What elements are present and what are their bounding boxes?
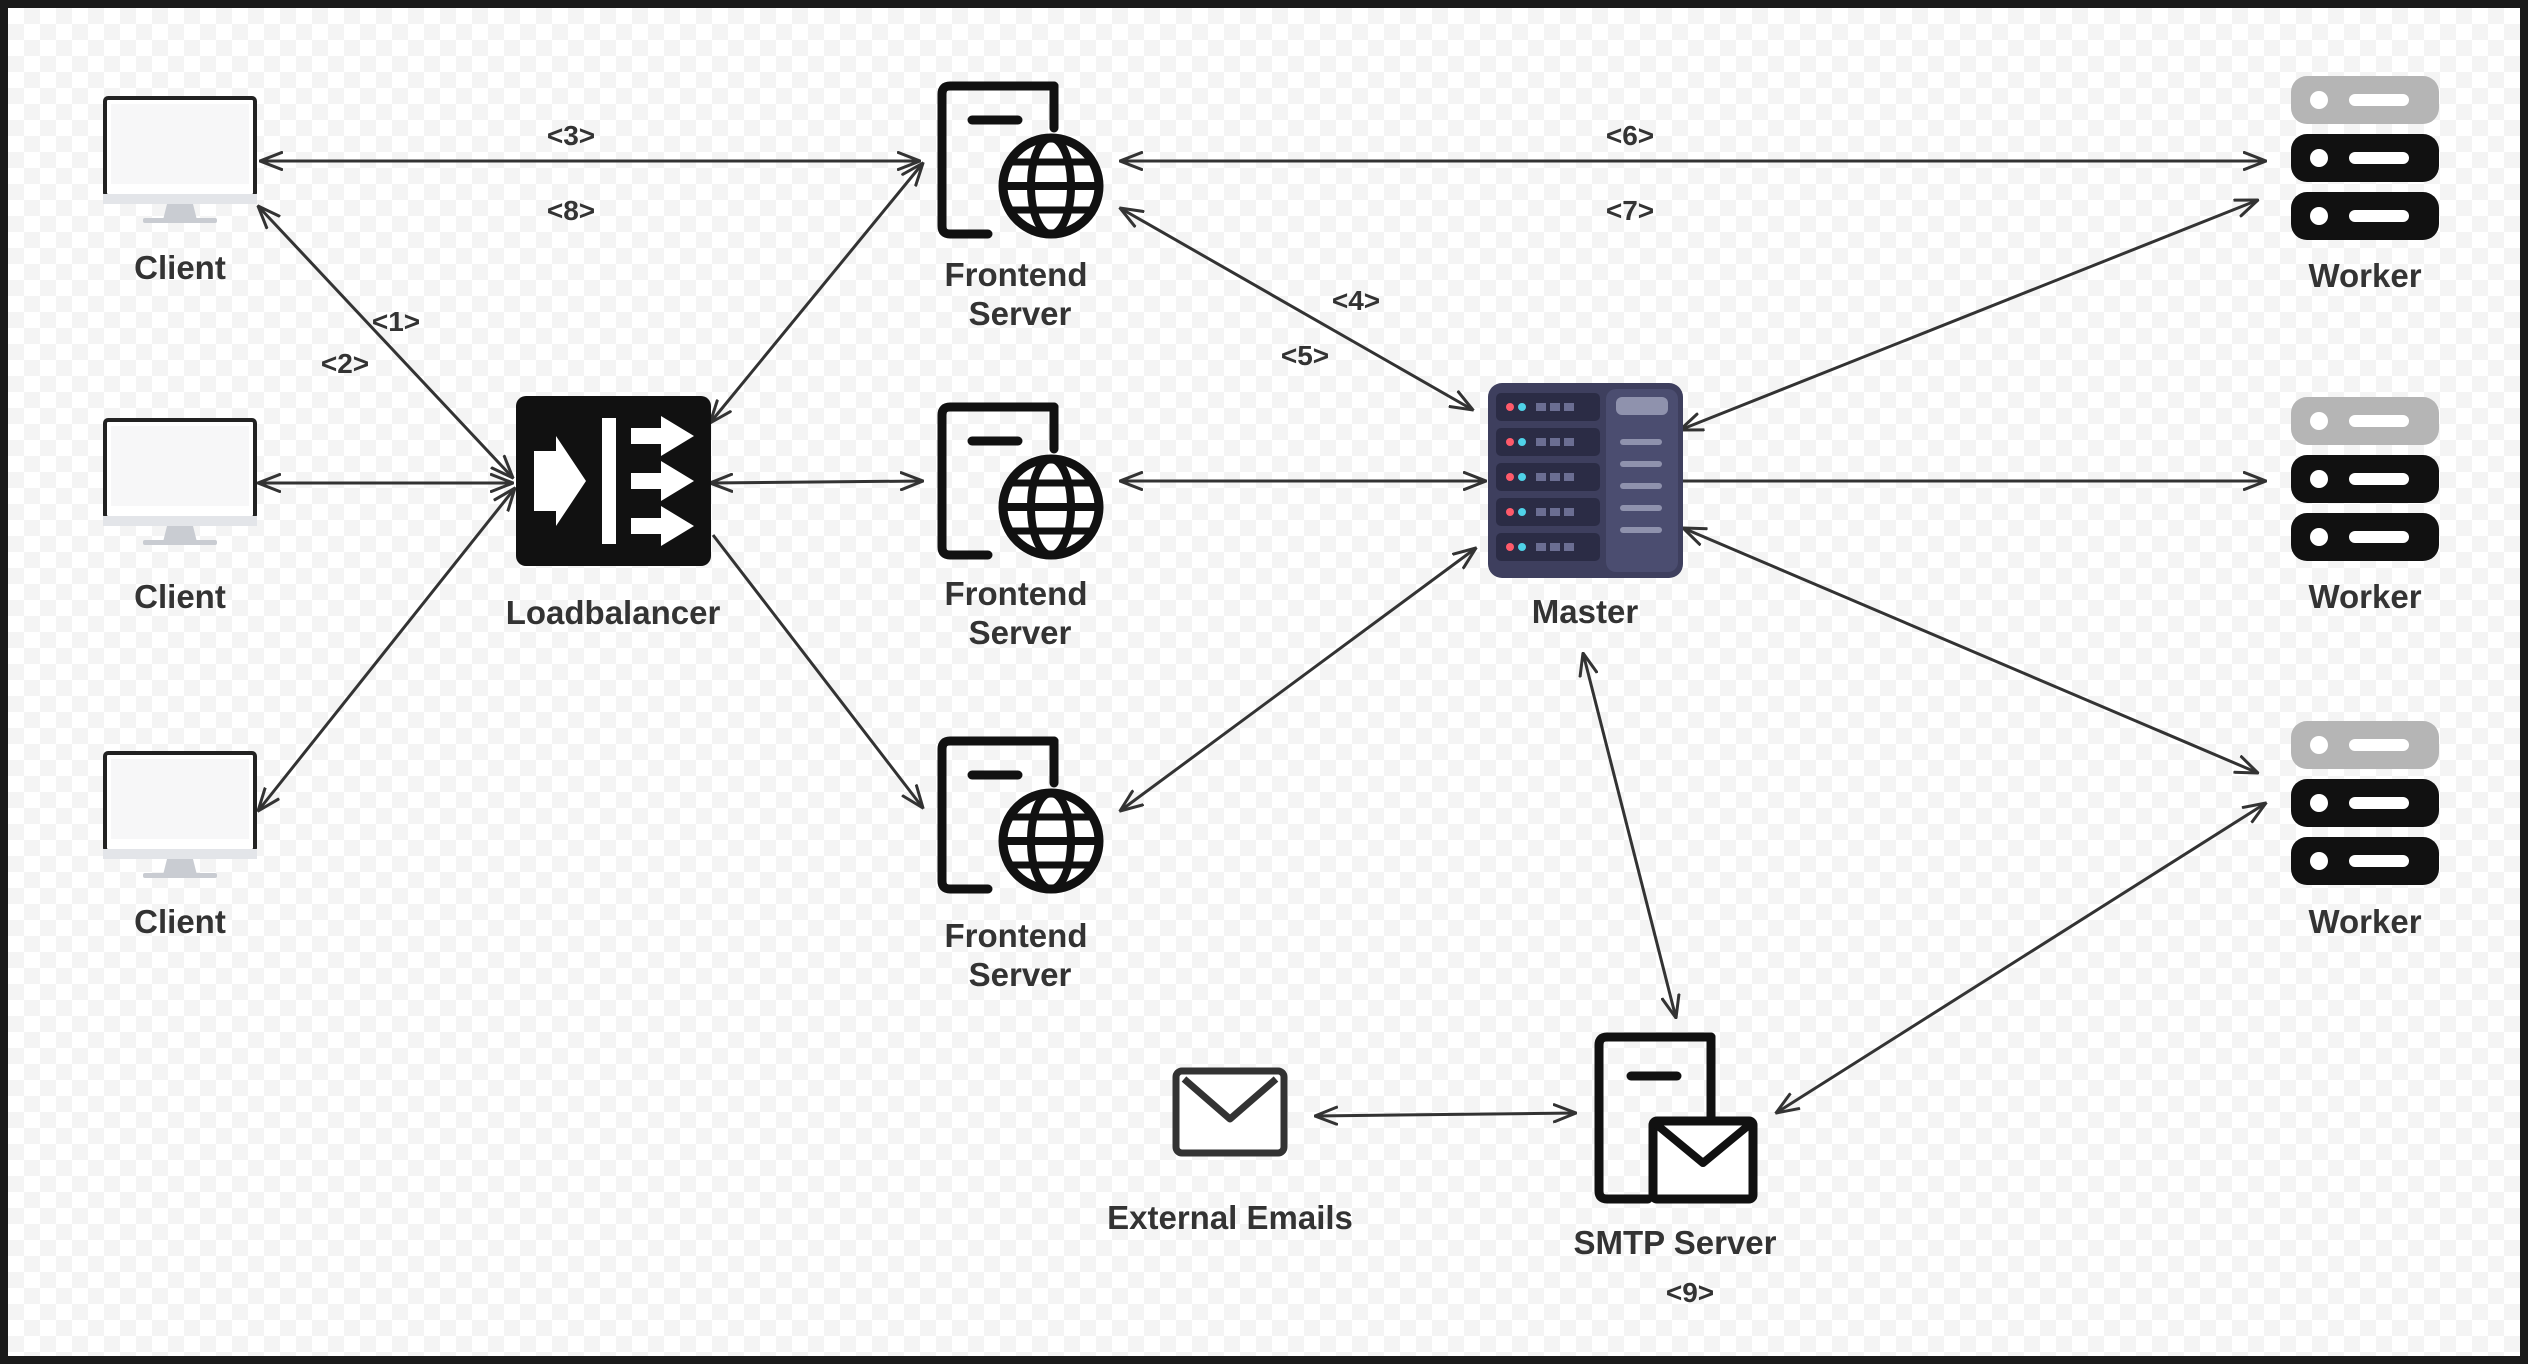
edge-label-9: <9> [1666, 1277, 1714, 1308]
node-label-client-3: Client [134, 903, 226, 940]
node-label-master: Master [1532, 593, 1639, 630]
node-worker-3[interactable]: Worker [2291, 721, 2439, 940]
monitor-icon [103, 418, 257, 545]
mail-server-icon [1594, 1032, 1758, 1204]
monitor-icon [103, 96, 257, 223]
web-server-icon [937, 81, 1104, 239]
edge-loadbalancer-frontend2 [710, 481, 923, 483]
edge-master-worker3 [1683, 528, 2258, 773]
web-server-icon [937, 402, 1104, 560]
loadbalancer-icon [516, 396, 711, 566]
edge-label-8: <8> [547, 195, 595, 226]
edge-smtp-external [1315, 1113, 1576, 1116]
node-label-client-2: Client [134, 578, 226, 615]
edge-client1-loadbalancer [258, 206, 513, 478]
node-label-external-emails: External Emails [1107, 1199, 1353, 1236]
node-label-frontend-3-line-1: Frontend [945, 917, 1088, 954]
node-label-client-1: Client [134, 249, 226, 286]
node-worker-2[interactable]: Worker [2291, 397, 2439, 615]
edge-client3-loadbalancer [258, 488, 515, 811]
node-client-1[interactable]: Client [103, 96, 257, 286]
edge-frontend3-master [1120, 548, 1476, 811]
edge-labels: <1> <2> <3> <8> <6> <7> <4> <5> <9> [321, 120, 1714, 1308]
edge-label-5: <5> [1281, 340, 1329, 371]
server-rack-icon [1488, 383, 1683, 578]
node-label-loadbalancer: Loadbalancer [506, 594, 721, 631]
node-worker-1[interactable]: Worker [2291, 76, 2439, 294]
edge-frontend1-master [1120, 208, 1473, 410]
edge-label-7: <7> [1606, 195, 1654, 226]
envelope-icon [1172, 1067, 1288, 1157]
edges [258, 161, 2266, 1116]
edge-master-smtp [1583, 653, 1676, 1018]
node-label-frontend-2-line-2: Server [969, 614, 1072, 651]
web-server-icon [937, 736, 1104, 894]
server-stack-icon [2291, 721, 2439, 885]
node-client-2[interactable]: Client [103, 418, 257, 615]
node-frontend-3[interactable]: Frontend Server [937, 736, 1104, 993]
node-client-3[interactable]: Client [103, 751, 257, 940]
monitor-icon [103, 751, 257, 878]
edge-label-4: <4> [1332, 285, 1380, 316]
node-label-frontend-1-line-1: Frontend [945, 256, 1088, 293]
node-label-smtp-server: SMTP Server [1574, 1224, 1777, 1261]
edge-label-6: <6> [1606, 120, 1654, 151]
node-label-frontend-1-line-2: Server [969, 295, 1072, 332]
edge-loadbalancer-frontend1 [710, 163, 923, 423]
node-loadbalancer[interactable]: Loadbalancer [506, 396, 721, 631]
node-label-worker-3: Worker [2308, 903, 2421, 940]
edge-label-2: <2> [321, 348, 369, 379]
node-master[interactable]: Master [1488, 383, 1683, 630]
architecture-diagram: <1> <2> <3> <8> <6> <7> <4> <5> <9> Clie… [103, 76, 2439, 1308]
node-label-worker-1: Worker [2308, 257, 2421, 294]
node-label-worker-2: Worker [2308, 578, 2421, 615]
edge-label-1: <1> [372, 306, 420, 337]
node-frontend-2[interactable]: Frontend Server [937, 402, 1104, 651]
node-smtp-server[interactable]: SMTP Server [1574, 1032, 1777, 1261]
server-stack-icon [2291, 76, 2439, 240]
node-external-emails[interactable]: External Emails [1107, 1067, 1353, 1236]
edge-loadbalancer-frontend3 [711, 534, 923, 808]
edge-label-3: <3> [547, 120, 595, 151]
edge-smtp-worker3 [1776, 803, 2266, 1113]
node-frontend-1[interactable]: Frontend Server [937, 81, 1104, 332]
node-label-frontend-3-line-2: Server [969, 956, 1072, 993]
edge-master-worker1 [1680, 200, 2258, 430]
server-stack-icon [2291, 397, 2439, 561]
node-label-frontend-2-line-1: Frontend [945, 575, 1088, 612]
